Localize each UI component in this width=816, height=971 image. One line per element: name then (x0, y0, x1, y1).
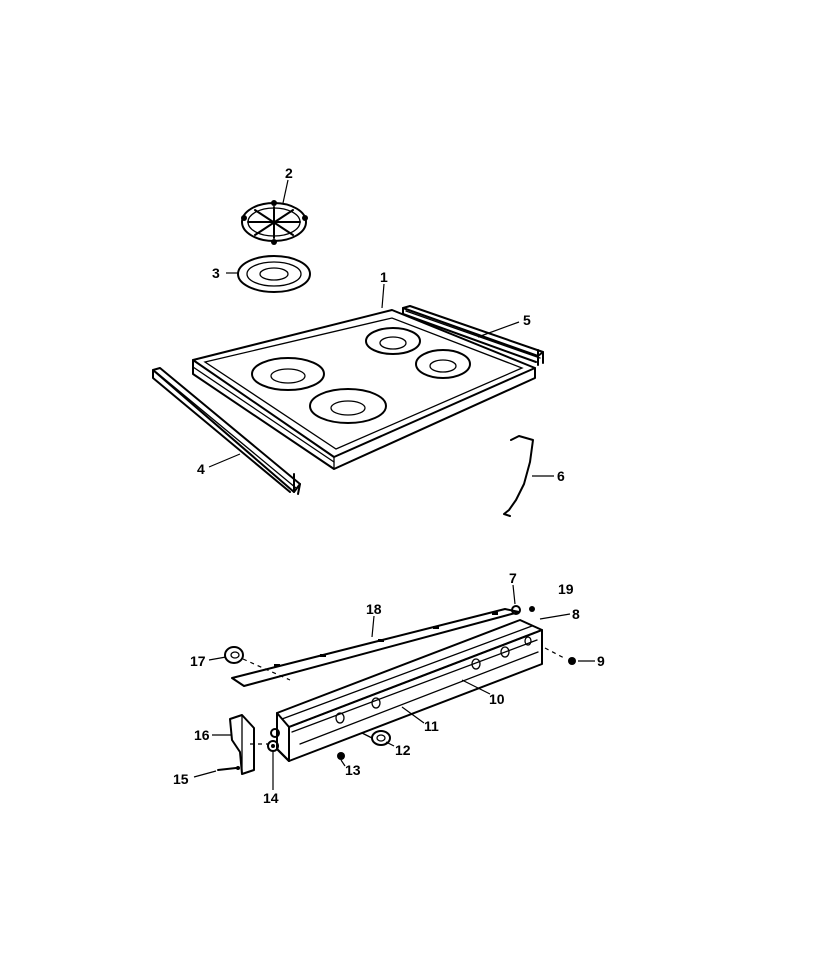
callout-10: 10 (489, 691, 505, 707)
callout-4: 4 (197, 461, 205, 477)
callout-19: 19 (558, 581, 574, 597)
callout-12: 12 (395, 742, 411, 758)
callout-15: 15 (173, 771, 189, 787)
callout-7: 7 (509, 570, 517, 586)
callout-2: 2 (285, 165, 293, 181)
callout-3: 3 (212, 265, 220, 281)
front-trim-strip (152, 367, 301, 495)
callout-labels: 1 2 3 4 5 6 7 8 9 10 11 12 13 14 15 16 1… (173, 165, 605, 806)
callout-8: 8 (572, 606, 580, 622)
callout-leaders (193, 179, 595, 790)
burner-opening (415, 349, 471, 379)
cooktop-panel (192, 309, 536, 470)
support-rod (503, 435, 534, 517)
callout-13: 13 (345, 762, 361, 778)
callout-17: 17 (190, 653, 206, 669)
callout-16: 16 (194, 727, 210, 743)
callout-1: 1 (380, 269, 388, 285)
callout-9: 9 (597, 653, 605, 669)
callout-5: 5 (523, 312, 531, 328)
callout-11: 11 (424, 718, 439, 734)
callout-6: 6 (557, 468, 565, 484)
callout-14: 14 (263, 790, 279, 806)
burner-opening (309, 388, 387, 424)
drip-bowl (237, 255, 311, 293)
callout-18: 18 (366, 601, 382, 617)
burner-opening (365, 327, 421, 355)
burner-grate (241, 200, 308, 245)
burner-opening (251, 357, 325, 391)
rear-trim-strip (402, 305, 544, 366)
manifold-panel-assembly (217, 605, 576, 775)
